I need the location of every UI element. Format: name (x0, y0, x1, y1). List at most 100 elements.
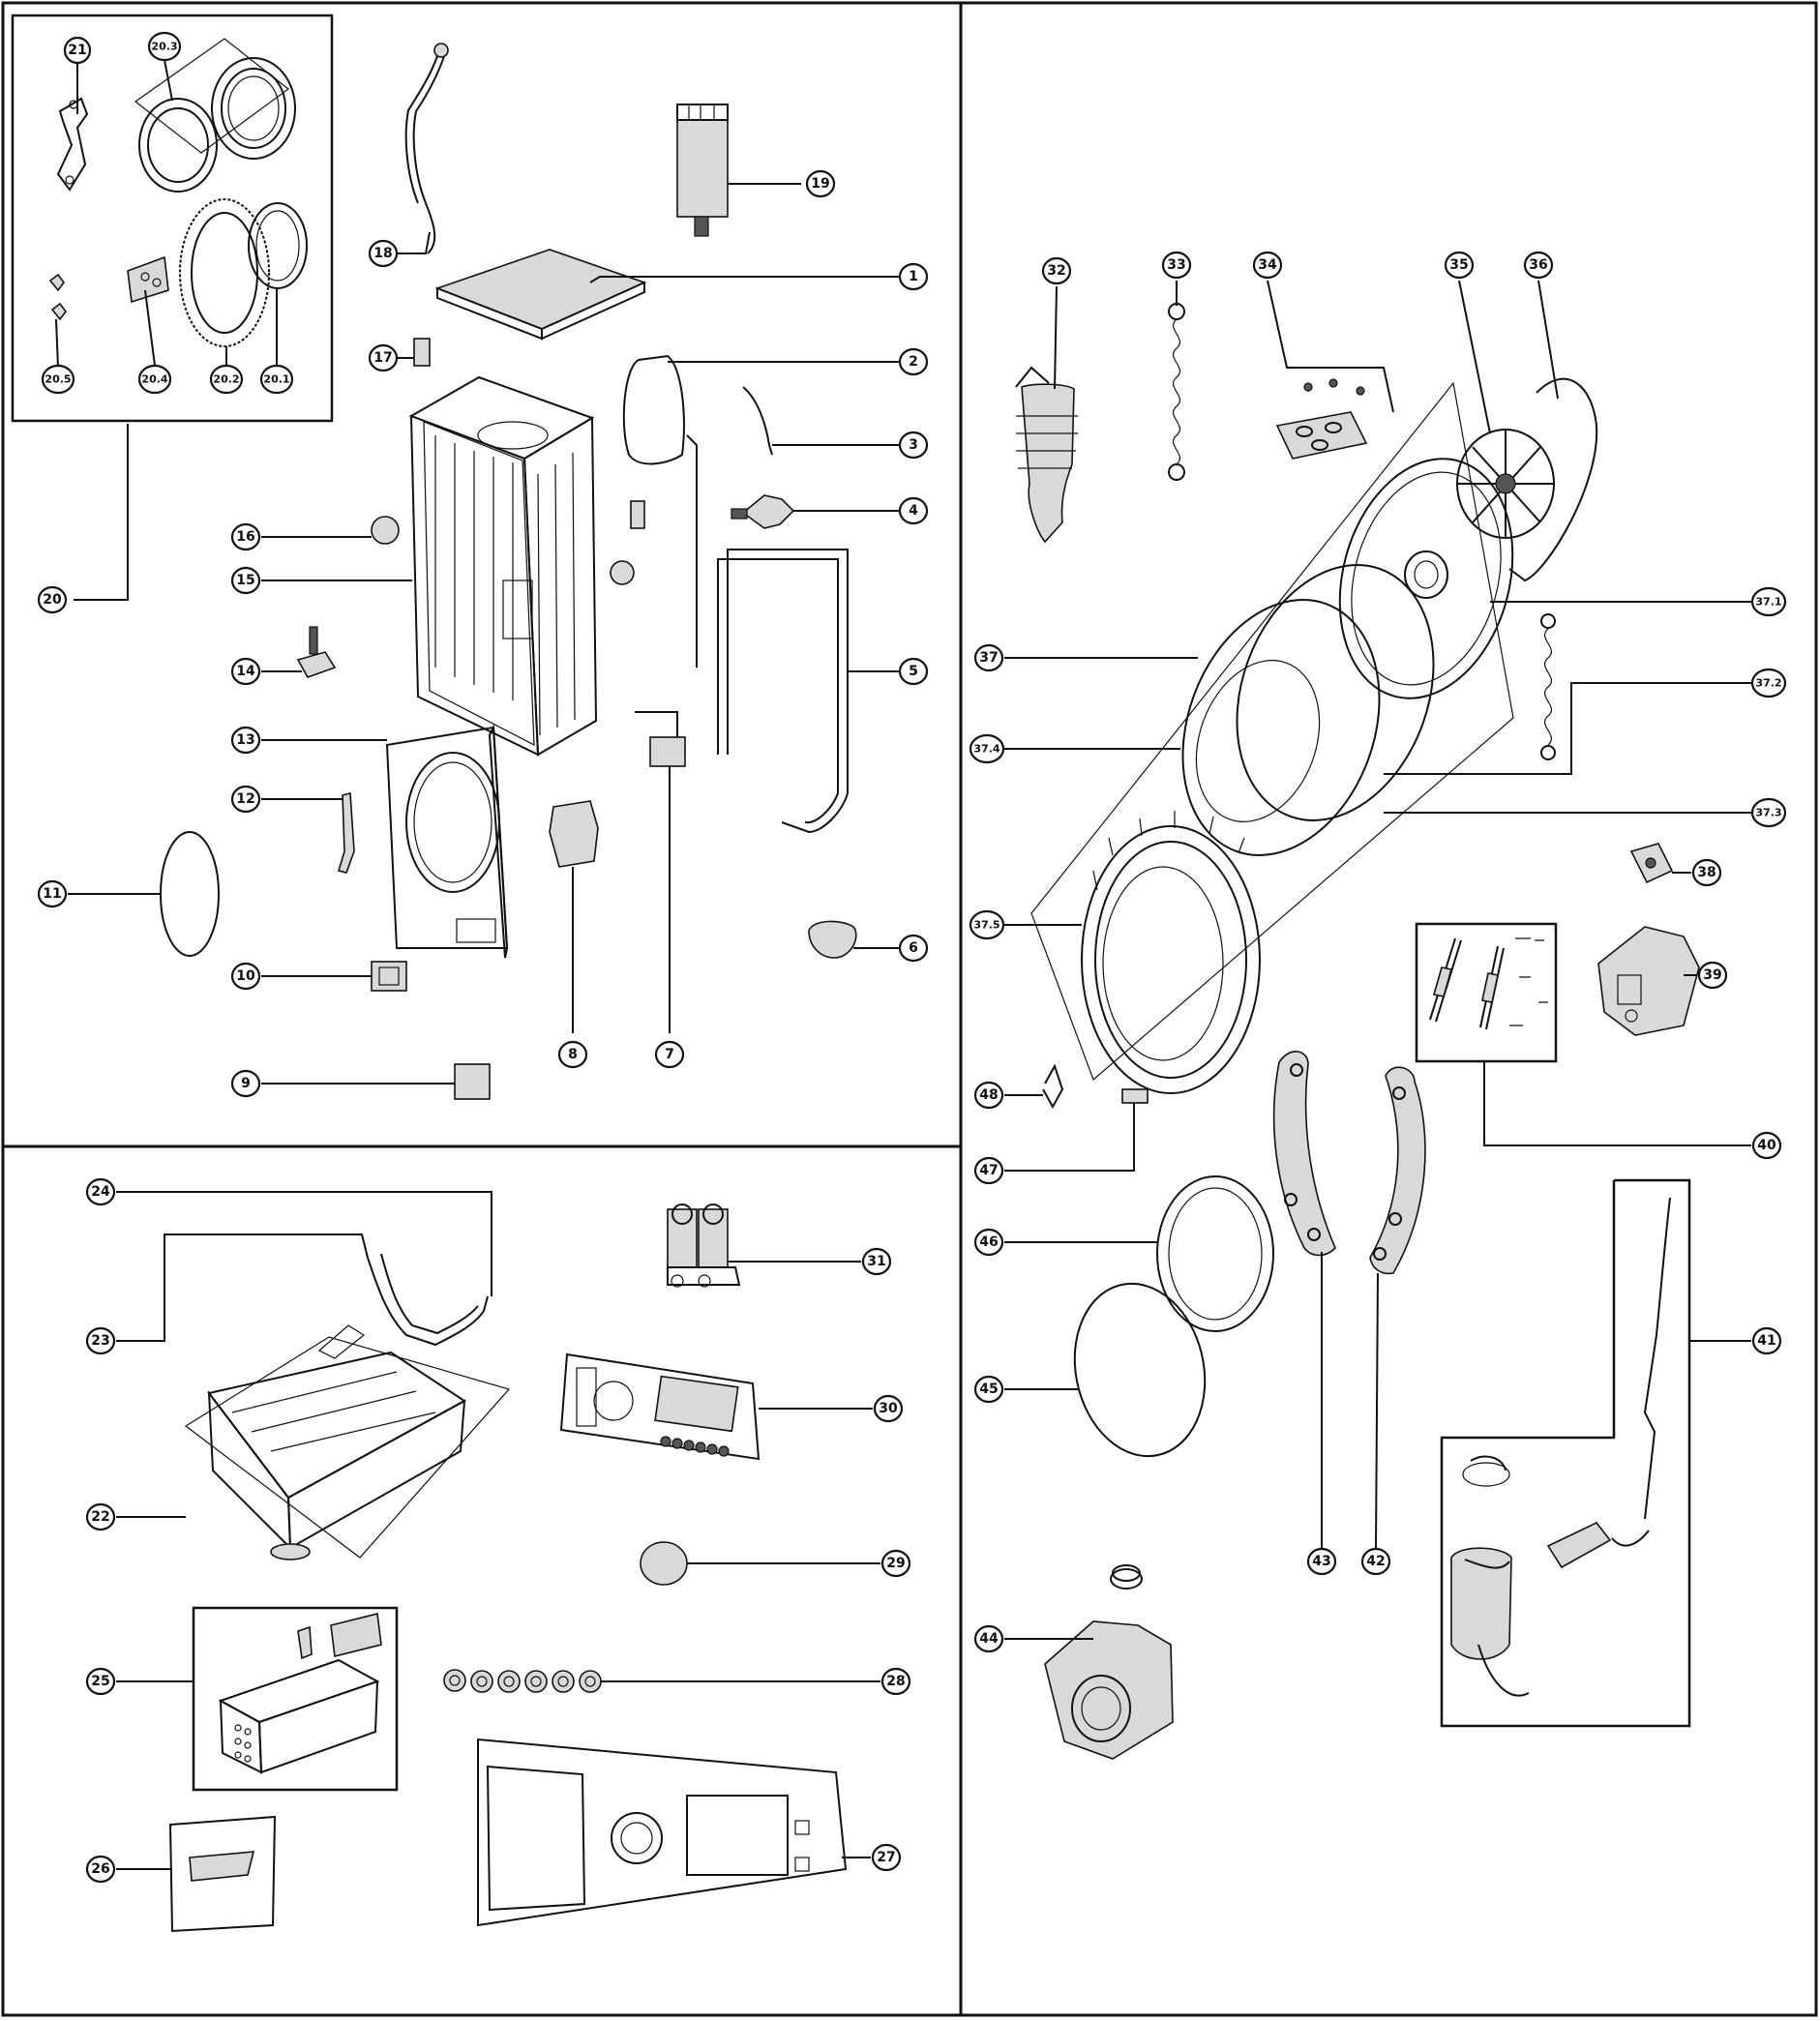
svg-text:43: 43 (1312, 1554, 1330, 1569)
svg-text:14: 14 (236, 664, 255, 679)
svg-text:32: 32 (1047, 263, 1065, 279)
svg-text:44: 44 (979, 1631, 999, 1647)
callout-24: 24 (85, 1177, 116, 1206)
svg-text:20.5: 20.5 (45, 373, 71, 386)
door-parts-inset (11, 14, 334, 423)
svg-text:9: 9 (241, 1076, 251, 1091)
svg-text:39: 39 (1703, 967, 1721, 983)
svg-text:3: 3 (909, 437, 918, 453)
svg-text:29: 29 (886, 1556, 905, 1571)
callout-37-1: 37.1 (1750, 586, 1787, 617)
svg-text:22: 22 (91, 1509, 109, 1525)
svg-text:20: 20 (43, 592, 62, 608)
callout-20-2: 20.2 (209, 364, 244, 395)
svg-text:45: 45 (979, 1382, 998, 1397)
callout-44: 44 (973, 1624, 1004, 1653)
callout-31: 31 (861, 1247, 892, 1276)
svg-text:48: 48 (979, 1087, 998, 1103)
svg-text:37.1: 37.1 (1755, 596, 1781, 609)
callout-8: 8 (557, 1040, 588, 1069)
callout-37-4: 37.4 (969, 733, 1005, 764)
callout-20-1: 20.1 (259, 364, 294, 395)
svg-text:13: 13 (236, 732, 254, 748)
callout-16: 16 (230, 522, 261, 551)
svg-text:20.2: 20.2 (213, 373, 239, 386)
svg-text:12: 12 (236, 791, 254, 807)
callout-40: 40 (1751, 1131, 1782, 1160)
svg-text:35: 35 (1449, 257, 1468, 273)
svg-text:24: 24 (91, 1184, 110, 1200)
callout-37-3: 37.3 (1750, 797, 1787, 828)
callout-20: 20 (37, 585, 68, 614)
svg-text:26: 26 (91, 1861, 109, 1877)
callout-2: 2 (898, 347, 929, 376)
svg-text:47: 47 (979, 1163, 998, 1178)
callout-43: 43 (1306, 1547, 1337, 1576)
svg-text:40: 40 (1757, 1138, 1776, 1153)
svg-text:42: 42 (1366, 1554, 1385, 1569)
svg-text:41: 41 (1757, 1333, 1775, 1349)
callout-1: 1 (898, 262, 929, 291)
svg-text:1: 1 (909, 269, 918, 284)
callout-46: 46 (973, 1228, 1004, 1257)
callout-34: 34 (1252, 251, 1283, 280)
callout-22: 22 (85, 1502, 116, 1531)
svg-text:20.3: 20.3 (151, 41, 177, 53)
svg-text:7: 7 (665, 1047, 674, 1062)
callout-21: 21 (63, 36, 92, 65)
callout-29: 29 (880, 1549, 911, 1578)
callout-12: 12 (230, 785, 261, 814)
svg-text:46: 46 (979, 1234, 998, 1250)
callout-9: 9 (230, 1069, 261, 1098)
svg-text:37: 37 (979, 650, 998, 666)
svg-text:30: 30 (879, 1401, 898, 1416)
callout-20-4: 20.4 (137, 364, 172, 395)
callout-10: 10 (230, 962, 261, 991)
callout-20-3: 20.3 (147, 31, 182, 62)
svg-text:33: 33 (1167, 257, 1185, 273)
callout-39: 39 (1697, 961, 1728, 990)
callout-4: 4 (898, 496, 929, 525)
callout-26: 26 (85, 1855, 116, 1884)
callout-14: 14 (230, 657, 261, 686)
svg-text:34: 34 (1258, 257, 1277, 273)
leader-lines (55, 59, 1751, 1870)
svg-text:11: 11 (43, 886, 61, 902)
callout-37-2: 37.2 (1750, 668, 1787, 698)
callout-13: 13 (230, 726, 261, 755)
svg-text:10: 10 (236, 968, 255, 984)
svg-text:37.3: 37.3 (1755, 807, 1781, 819)
svg-text:21: 21 (68, 43, 86, 58)
callout-30: 30 (873, 1394, 904, 1423)
svg-text:20.1: 20.1 (263, 373, 289, 386)
svg-text:28: 28 (886, 1674, 905, 1689)
svg-text:15: 15 (236, 573, 254, 588)
callout-37-5: 37.5 (969, 909, 1005, 940)
callout-38: 38 (1691, 858, 1722, 887)
callout-36: 36 (1523, 251, 1554, 280)
callout-19: 19 (805, 169, 836, 198)
callout-6: 6 (898, 934, 929, 963)
callout-20-5: 20.5 (41, 364, 75, 395)
callout-15: 15 (230, 566, 261, 595)
svg-text:31: 31 (867, 1254, 885, 1269)
callout-42: 42 (1360, 1547, 1391, 1576)
callout-18: 18 (368, 239, 399, 268)
svg-text:38: 38 (1697, 865, 1716, 880)
callout-35: 35 (1444, 251, 1475, 280)
callout-33: 33 (1161, 251, 1192, 280)
svg-text:4: 4 (909, 503, 918, 519)
callout-32: 32 (1041, 256, 1072, 285)
callout-41: 41 (1751, 1326, 1782, 1355)
svg-text:27: 27 (877, 1850, 895, 1865)
svg-text:23: 23 (91, 1333, 109, 1349)
svg-text:37.2: 37.2 (1755, 677, 1781, 690)
svg-text:36: 36 (1529, 257, 1547, 273)
callout-3: 3 (898, 431, 929, 460)
dispenser-control-parts (168, 1204, 848, 1933)
svg-text:18: 18 (373, 246, 392, 261)
svg-text:16: 16 (236, 529, 254, 545)
callout-28: 28 (880, 1667, 911, 1696)
callout-7: 7 (654, 1040, 685, 1069)
